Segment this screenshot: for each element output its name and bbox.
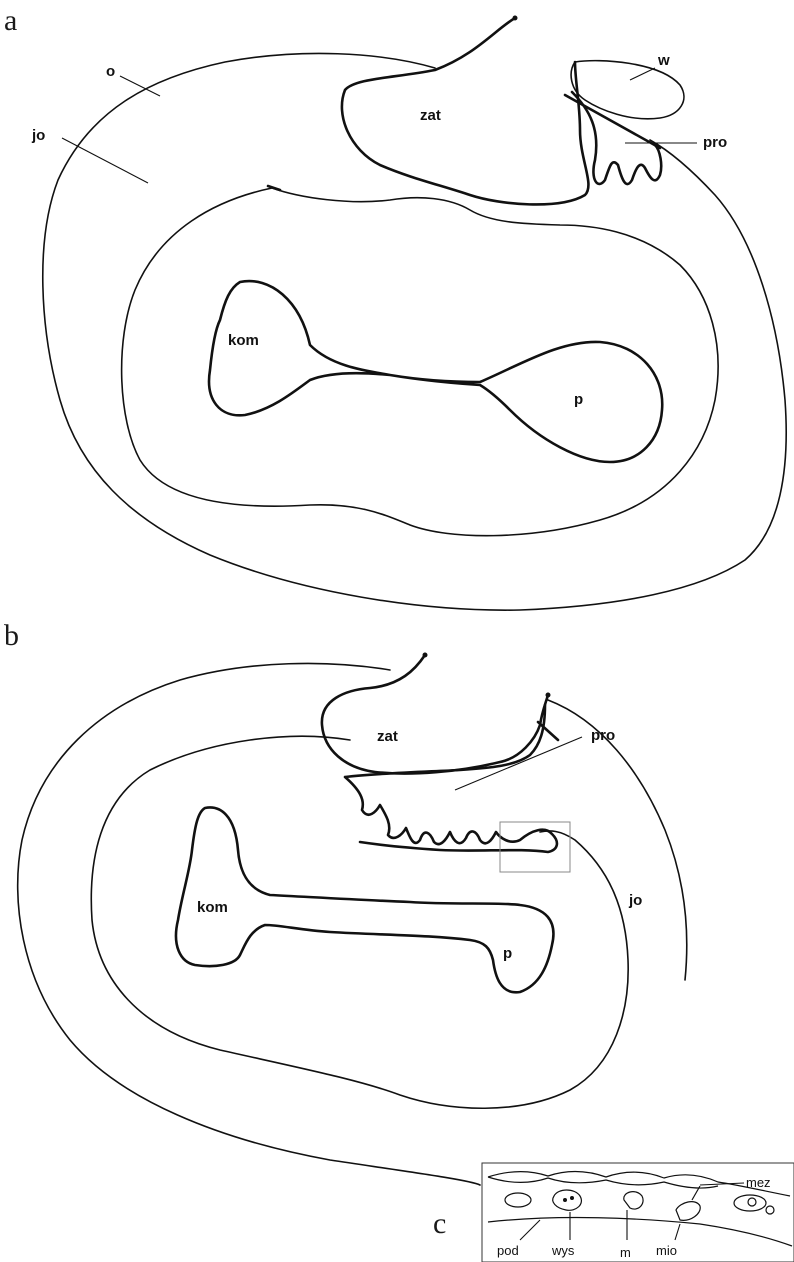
panel-b: b zat pro jo kom p bbox=[4, 619, 687, 1185]
panel-b-label-zat: zat bbox=[377, 728, 398, 745]
panel-b-label-kom: kom bbox=[197, 899, 228, 916]
panel-c-label-pod: pod bbox=[497, 1243, 519, 1258]
panel-a-label-kom: kom bbox=[228, 332, 259, 349]
panel-a: a o jo zat w pro kom p bbox=[4, 4, 786, 610]
panel-c-letter: c bbox=[433, 1207, 446, 1240]
panel-c-label-mez: mez bbox=[746, 1175, 771, 1190]
panel-a-w-ellipse bbox=[571, 61, 684, 119]
panel-b-zat-outline bbox=[322, 655, 548, 774]
panel-a-w-leader bbox=[630, 68, 655, 80]
panel-b-label-jo: jo bbox=[628, 892, 642, 909]
panel-a-zat-tip bbox=[513, 16, 518, 21]
panel-b-letter: b bbox=[4, 619, 19, 652]
panel-a-o-leader bbox=[120, 76, 160, 96]
panel-a-label-w: w bbox=[657, 52, 670, 69]
panel-c: c mez pod wys m bbox=[433, 1163, 794, 1262]
panel-c-label-m: m bbox=[620, 1245, 631, 1260]
panel-a-label-jo: jo bbox=[31, 127, 45, 144]
panel-a-label-p: p bbox=[574, 391, 583, 408]
panel-a-jo-leader bbox=[62, 138, 148, 183]
panel-b-pro-leader bbox=[455, 737, 582, 790]
panel-c-label-mio: mio bbox=[656, 1243, 677, 1258]
panel-a-label-pro: pro bbox=[703, 134, 727, 151]
panel-b-label-pro: pro bbox=[591, 727, 615, 744]
panel-a-label-o: o bbox=[106, 63, 115, 80]
panel-a-letter: a bbox=[4, 4, 17, 37]
panel-a-label-zat: zat bbox=[420, 107, 441, 124]
panel-b-label-p: p bbox=[503, 945, 512, 962]
panel-a-kom-p-cavity bbox=[209, 281, 662, 462]
panel-a-zat-outline bbox=[342, 18, 589, 204]
panel-b-outer-contour bbox=[18, 663, 687, 1185]
panel-b-zat-tip bbox=[423, 653, 428, 658]
panel-c-label-wys: wys bbox=[551, 1243, 575, 1258]
panel-b-right-tip bbox=[546, 693, 551, 698]
panel-b-inset-box bbox=[500, 822, 570, 872]
